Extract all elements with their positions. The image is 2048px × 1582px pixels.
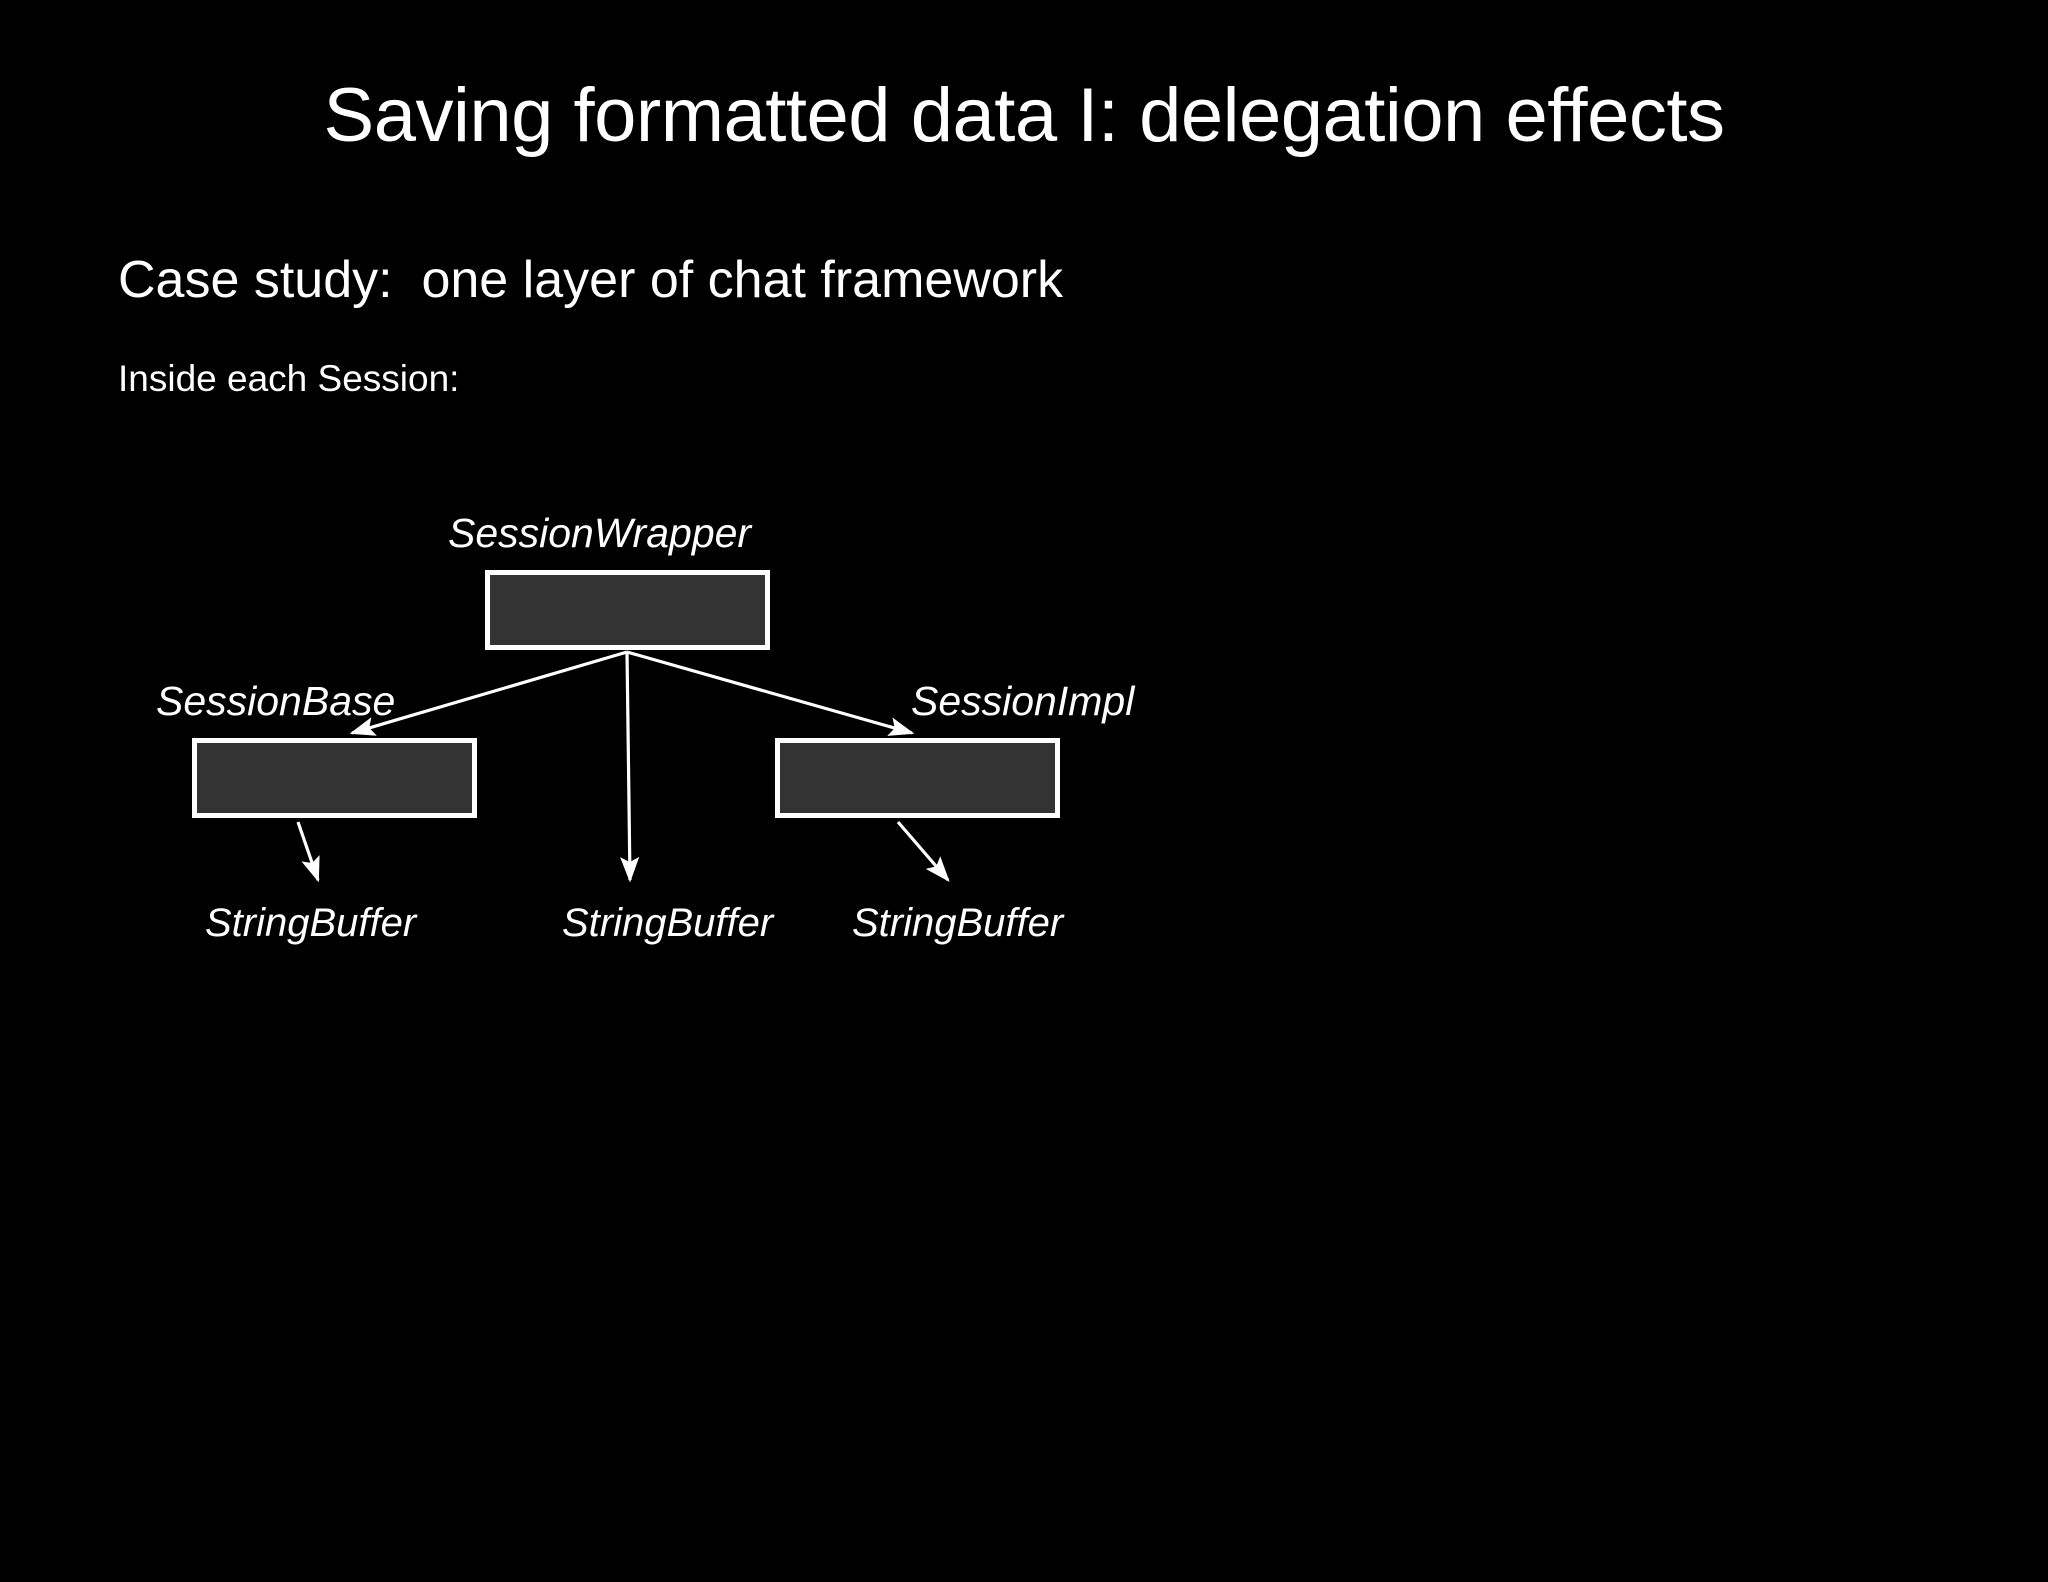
node-label-session-impl: SessionImpl <box>911 678 1135 724</box>
edge-impl-to-stringbuffer-right <box>896 820 950 882</box>
edge-base-to-stringbuffer-left <box>296 821 320 883</box>
node-box-session-base[interactable] <box>192 738 477 818</box>
inside-session-label: Inside each Session: <box>118 358 460 399</box>
node-label-session-wrapper: SessionWrapper <box>448 510 752 556</box>
edge-wrapper-to-base <box>349 650 628 736</box>
node-box-session-impl[interactable] <box>775 738 1060 818</box>
node-box-session-wrapper[interactable] <box>485 570 770 650</box>
delegation-diagram: SessionWrapper SessionBase SessionImpl S… <box>0 0 1380 1000</box>
leaf-label-stringbuffer-right: StringBuffer <box>852 901 1064 945</box>
edge-wrapper-to-impl <box>626 650 915 736</box>
page-title: Saving formatted data I: delegation effe… <box>323 73 1725 158</box>
node-label-session-base: SessionBase <box>156 678 396 724</box>
leaf-label-stringbuffer-middle: StringBuffer <box>562 901 774 945</box>
leaf-label-stringbuffer-left: StringBuffer <box>205 901 417 945</box>
right-notes-column: Data type had been split in three Same c… <box>1380 0 2040 1582</box>
case-study-heading: Case study: one layer of chat framework <box>118 251 1064 309</box>
diagram-connectors <box>296 650 950 883</box>
edge-wrapper-to-stringbuffer-middle <box>620 651 640 883</box>
